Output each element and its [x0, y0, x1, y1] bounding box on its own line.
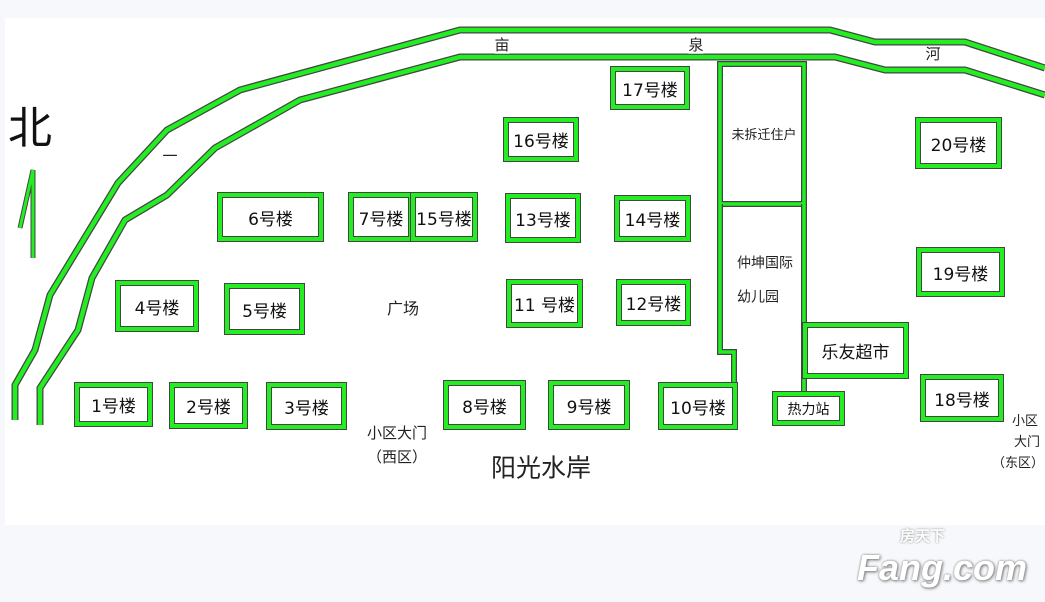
map-title: 阳光水岸: [490, 453, 592, 483]
building-2[interactable]: 2号楼: [170, 383, 247, 428]
kindergarten-outline: [717, 204, 737, 384]
building-14[interactable]: 14号楼: [615, 196, 690, 241]
building-3[interactable]: 3号楼: [267, 383, 346, 429]
building-4[interactable]: 4号楼: [116, 281, 198, 331]
supermarket[interactable]: 乐友超市: [803, 323, 908, 378]
building-13[interactable]: 13号楼: [506, 194, 580, 242]
east-gate-zone: （东区）: [991, 455, 1045, 471]
building-15[interactable]: 15号楼: [411, 193, 477, 241]
building-6[interactable]: 6号楼: [218, 193, 323, 241]
building-1[interactable]: 1号楼: [75, 383, 152, 426]
building-8[interactable]: 8号楼: [444, 381, 525, 429]
building-17[interactable]: 17号楼: [611, 67, 689, 109]
building-7[interactable]: 7号楼: [349, 193, 413, 241]
river-char-3: 泉: [688, 35, 704, 54]
building-5[interactable]: 5号楼: [225, 284, 304, 334]
kindergarten-label-1: 仲坤国际: [737, 255, 793, 272]
building-11[interactable]: 11 号楼: [507, 280, 582, 327]
building-10[interactable]: 10号楼: [659, 383, 737, 429]
building-19[interactable]: 19号楼: [917, 248, 1004, 296]
watermark-cn: 房天下: [899, 527, 945, 545]
west-gate-zone: （西区）: [366, 447, 428, 466]
residents-label: 未拆迁住户: [731, 127, 797, 143]
kindergarten-label-2: 幼儿园: [737, 289, 779, 306]
map-panel: [5, 18, 1045, 525]
plaza-label: 广场: [386, 299, 420, 319]
east-gate-label-2: 大门: [1013, 434, 1041, 450]
west-gate-label: 小区大门: [366, 423, 428, 442]
river-char-1: 一: [162, 146, 178, 165]
river-char-4: 河: [925, 44, 941, 63]
building-18[interactable]: 18号楼: [921, 375, 1003, 421]
building-12[interactable]: 12号楼: [617, 280, 690, 325]
east-gate-label-1: 小区: [1011, 413, 1039, 429]
heating-station[interactable]: 热力站: [773, 392, 844, 425]
building-20[interactable]: 20号楼: [916, 118, 1001, 168]
watermark-logo: Fang.com: [856, 547, 1027, 588]
building-16[interactable]: 16号楼: [504, 118, 578, 161]
river-char-2: 亩: [494, 35, 510, 54]
compass-north-label: 北: [8, 103, 52, 154]
building-9[interactable]: 9号楼: [549, 381, 629, 429]
